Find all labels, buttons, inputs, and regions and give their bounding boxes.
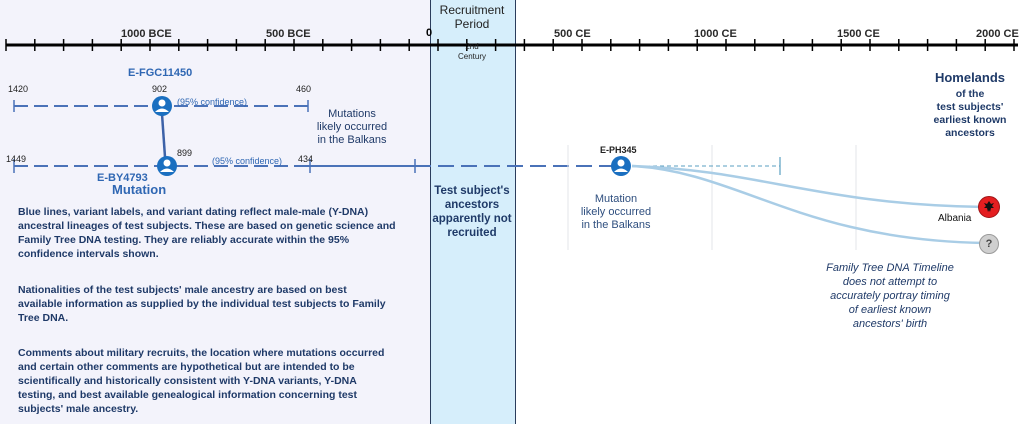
explanation-paragraph-1: Blue lines, variant labels, and variant …	[18, 205, 428, 261]
homelands-subtitle-line: test subjects'	[936, 101, 1004, 113]
explanation-paragraph-2: Nationalities of the test subjects' male…	[18, 283, 428, 325]
balkans-note-left: Mutations likely occurred in the Balkans	[297, 108, 407, 147]
left-panel-background	[0, 0, 430, 424]
fgc11450-date-left: 1420	[8, 84, 29, 94]
ftdna-note-line: Family Tree DNA Timeline	[826, 262, 954, 274]
recruitment-note-line: ancestors	[444, 199, 500, 211]
ftdna-timeline-note: Family Tree DNA Timeline does not attemp…	[810, 261, 970, 331]
tick-label-1500-ce: 1500 CE	[837, 28, 880, 40]
tick-label-500-bce: 500 BCE	[266, 28, 311, 40]
ftdna-note-line: ancestors' birth	[852, 318, 928, 330]
tick-label-500-ce: 500 CE	[554, 28, 591, 40]
tick-label-1000-bce: 1000 BCE	[121, 28, 172, 40]
century-line2: Century	[457, 52, 486, 61]
by4793-mutation-label: Mutation	[112, 182, 167, 197]
paragraph-line: and certain other comments are hypotheti…	[18, 361, 355, 373]
balkans-note-left-line: in the Balkans	[317, 134, 387, 146]
paragraph-line: Blue lines, variant labels, and variant …	[18, 206, 369, 218]
balkans-note-left-line: Mutations	[328, 108, 376, 120]
unknown-homeland-icon: ?	[979, 234, 999, 254]
fgc11450-date-right: 460	[296, 84, 312, 94]
paragraph-line: ancestral lineages of test subjects. The…	[18, 220, 396, 232]
homelands-subtitle-line: of the	[955, 88, 985, 100]
fgc11450-person-icon	[152, 96, 172, 116]
by4793-date-mid: 899	[177, 148, 193, 158]
balkans-note-right: Mutation likely occurred in the Balkans	[561, 193, 671, 232]
balkans-note-right-line: likely occurred	[580, 206, 652, 218]
fgc11450-label: E-FGC11450	[128, 67, 193, 79]
by4793-date-left: 1449	[6, 154, 27, 164]
ftdna-note-line: of earliest known	[848, 304, 932, 316]
recruitment-period-band	[430, 0, 516, 424]
tick-label-1000-ce: 1000 CE	[694, 28, 737, 40]
axis-minor-ticks	[5, 39, 1015, 51]
homelands-subtitle-line: ancestors	[945, 127, 995, 139]
albania-flag-icon	[978, 196, 1000, 218]
tick-label-zero: 0	[426, 27, 433, 39]
fgc11450-date-mid: 902	[152, 84, 168, 94]
recruitment-century: 2nd Century	[430, 42, 514, 62]
lineage-curve-albania	[631, 164, 986, 209]
albania-label: Albania	[938, 213, 972, 224]
paragraph-line: Family Tree DNA testing. They are reliab…	[18, 234, 350, 246]
recruitment-note-line: Test subject's	[434, 185, 510, 197]
tick-label-2000-ce: 2000 CE	[976, 28, 1019, 40]
recruitment-period-title: Recruitment Period	[430, 3, 514, 31]
fgc11450-confidence: (95% confidence)	[177, 97, 248, 107]
ftdna-note-line: accurately portray timing	[830, 290, 950, 302]
recruitment-note-line: recruited	[447, 227, 497, 239]
by4793-person-icon	[157, 156, 177, 176]
explanation-paragraph-3: Comments about military recruits, the lo…	[18, 346, 428, 416]
by4793-confidence: (95% confidence)	[212, 156, 283, 166]
homelands-title: Homelands	[934, 70, 1006, 85]
by4793-date-right: 434	[298, 154, 314, 164]
balkans-note-right-line: in the Balkans	[581, 219, 651, 231]
paragraph-line: testing, and best available genealogical…	[18, 389, 357, 401]
recruitment-note-line: apparently not	[432, 213, 512, 225]
balkans-note-left-line: likely occurred	[316, 121, 388, 133]
paragraph-line: Comments about military recruits, the lo…	[18, 347, 385, 359]
recruitment-title-line1: Recruitment	[439, 3, 505, 17]
eagle-icon	[984, 201, 994, 212]
paragraph-line: Tree DNA.	[18, 312, 69, 324]
recruitment-title-line2: Period	[454, 17, 490, 31]
paragraph-line: available information as supplied by the…	[18, 298, 386, 310]
paragraph-line: Nationalities of the test subjects' male…	[18, 284, 347, 296]
ph345-label: E-PH345	[600, 145, 637, 155]
paragraph-line: confidence intervals shown.	[18, 248, 159, 260]
recruitment-note: Test subject's ancestors apparently not …	[430, 184, 514, 240]
century-line1: 2nd	[465, 42, 479, 51]
homelands-subtitle-line: earliest known	[933, 114, 1007, 126]
lineage-curve-unknown	[631, 164, 986, 245]
variant-connector-line	[160, 113, 167, 158]
paragraph-line: subjects' male ancestry.	[18, 403, 139, 415]
paragraph-line: scientifically and historically consiste…	[18, 375, 357, 387]
ftdna-note-line: does not attempt to	[842, 276, 938, 288]
by4793-label: E-BY4793	[97, 172, 148, 184]
balkans-note-right-line: Mutation	[594, 193, 638, 205]
ph345-person-icon	[611, 156, 631, 176]
homelands-subtitle: of the test subjects' earliest known anc…	[920, 88, 1020, 140]
